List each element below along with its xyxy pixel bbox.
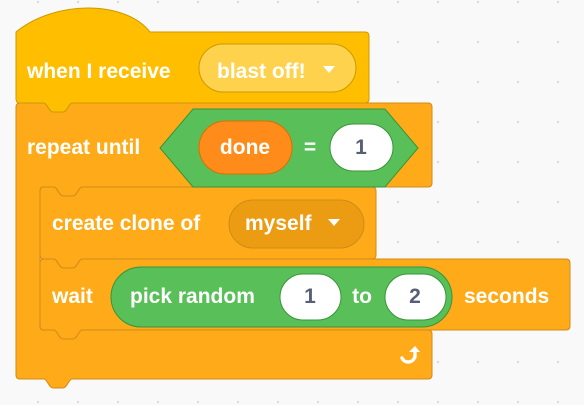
clone-target-value[interactable]: myself	[245, 212, 312, 235]
random-to-value[interactable]: 2	[409, 285, 421, 308]
random-from-value[interactable]: 1	[304, 285, 316, 308]
hat-block-label: when I receive	[27, 60, 171, 83]
create-clone-label: create clone of	[52, 212, 201, 235]
wait-label: wait	[52, 285, 93, 308]
message-dropdown[interactable]	[198, 43, 357, 93]
clone-target-dropdown[interactable]	[228, 199, 365, 249]
seconds-label: seconds	[464, 285, 550, 308]
pick-random-label: pick random	[130, 285, 255, 308]
message-dropdown-value[interactable]: blast off!	[217, 60, 306, 83]
caret-down-icon[interactable]	[328, 219, 340, 226]
loop-arrow-icon	[400, 346, 420, 364]
random-from-input[interactable]	[279, 273, 342, 321]
variable-reporter-done[interactable]	[198, 120, 293, 175]
random-to-label: to	[352, 285, 372, 308]
repeat-until-label: repeat until	[27, 136, 141, 159]
caret-down-icon[interactable]	[323, 66, 335, 73]
equals-value-input[interactable]	[329, 123, 394, 172]
equals-operator: =	[303, 136, 317, 159]
equals-value[interactable]: 1	[355, 136, 367, 159]
random-to-input[interactable]	[384, 273, 447, 321]
variable-name[interactable]: done	[219, 136, 271, 159]
